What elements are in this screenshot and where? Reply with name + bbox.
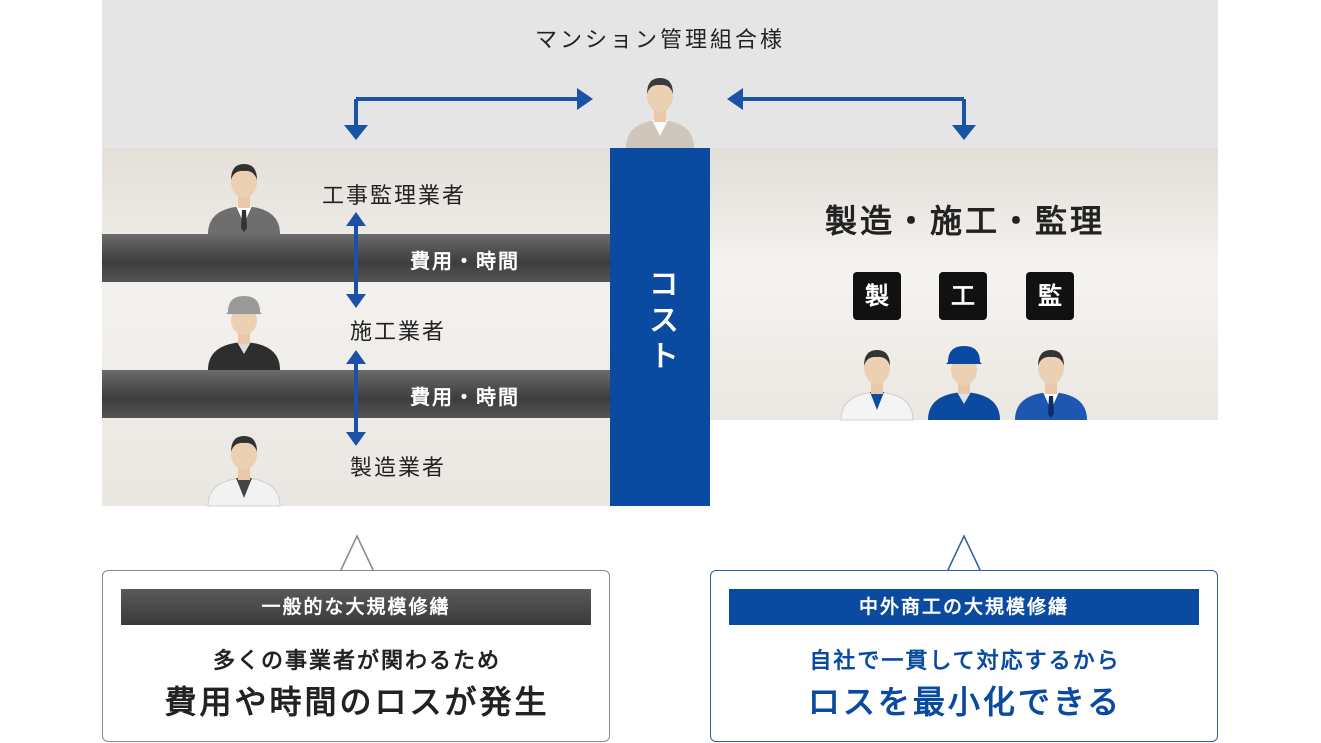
- general-renovation-line2: 費用や時間のロスが発生: [164, 683, 550, 721]
- connector-arrows: [344, 88, 976, 140]
- client-person-icon: [626, 78, 694, 148]
- general-renovation-heading: 一般的な大規模修繕: [121, 589, 591, 625]
- role-supervisor-label: 工事監理業者: [322, 184, 467, 209]
- badge-manufacture: 製: [853, 272, 901, 320]
- manufacturer-person-icon: [207, 436, 281, 507]
- general-flow-panel: [102, 148, 610, 506]
- cost-label: コスト: [643, 268, 678, 376]
- role-manufacturer-label: 製造業者: [350, 456, 447, 481]
- manufacturer-person-icon: [840, 350, 914, 421]
- general-renovation-line1: 多くの事業者が関わるため: [212, 648, 501, 674]
- company-renovation-heading: 中外商工の大規模修繕: [729, 589, 1199, 625]
- company-renovation-line1: 自社で一貫して対応するから: [809, 648, 1121, 674]
- company-renovation-line2: ロスを最小化できる: [807, 683, 1123, 721]
- supervisor-person-icon: [1015, 350, 1087, 420]
- contractor-person-icon: [208, 296, 280, 370]
- general-renovation-box: 一般的な大規模修繕 多くの事業者が関わるため 費用や時間のロスが発生: [102, 570, 610, 742]
- callout-pointer: [946, 534, 982, 573]
- double-arrow-icon: [346, 350, 366, 446]
- badge-construction: 工: [939, 272, 987, 320]
- company-renovation-box: 中外商工の大規模修繕 自社で一貫して対応するから ロスを最小化できる: [710, 570, 1218, 742]
- cost-time-label: 費用・時間: [410, 249, 520, 273]
- callout-pointer: [339, 534, 375, 573]
- badge-supervision: 監: [1026, 272, 1074, 320]
- cost-time-label: 費用・時間: [410, 385, 520, 409]
- client-label: マンション管理組合様: [534, 28, 785, 53]
- contractor-person-icon: [928, 346, 1000, 420]
- cost-column: コスト: [610, 148, 710, 506]
- role-contractor-label: 施工業者: [350, 320, 447, 345]
- double-arrow-icon: [346, 212, 366, 308]
- integrated-title: 製造・施工・監理: [824, 202, 1105, 240]
- supervisor-person-icon: [208, 164, 280, 234]
